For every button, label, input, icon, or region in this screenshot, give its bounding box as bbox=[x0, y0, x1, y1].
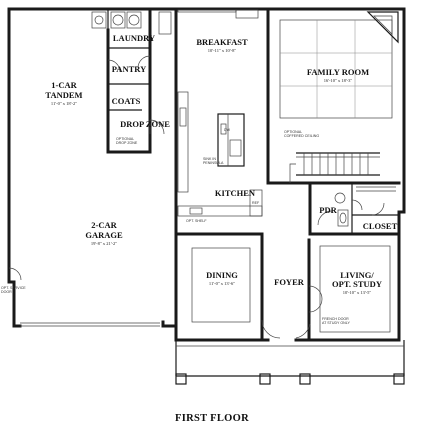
dining-dims: 11'-0" x 13'-6" bbox=[209, 281, 235, 286]
breakfast-dims: 10'-11" x 10'-8" bbox=[208, 48, 237, 53]
floor-title: FIRST FLOOR bbox=[175, 413, 249, 424]
laundry-label: LAUNDRY bbox=[113, 33, 155, 43]
sink-note-1: SINK IN bbox=[203, 157, 216, 161]
two-car-garage-dims: 19'-8" x 21'-2" bbox=[91, 241, 117, 246]
family-room-fixtures bbox=[279, 11, 399, 183]
kitchen-fixtures bbox=[177, 9, 263, 217]
coffered-ceiling-note-1: OPTIONAL bbox=[284, 130, 302, 134]
dining-label: DINING bbox=[206, 270, 238, 280]
opt-service-door-note-2: DOOR bbox=[1, 290, 12, 294]
sink-note-2: PENINSULA bbox=[203, 161, 224, 165]
two-car-garage-label-2: GARAGE bbox=[85, 230, 123, 240]
coffered-ceiling-note-2: COFFERED CEILING bbox=[284, 134, 319, 138]
kitchen-label: KITCHEN bbox=[215, 188, 256, 198]
pdr-fixtures bbox=[334, 186, 396, 227]
coats-label: COATS bbox=[112, 96, 141, 106]
family-room-label: FAMILY ROOM bbox=[307, 67, 369, 77]
opt-service-door-note-1: OPT. SERVICE bbox=[1, 286, 26, 290]
tandem-garage-label-1: 1-CAR bbox=[51, 80, 77, 90]
family-room-dims: 16'-10" x 18'-3" bbox=[324, 78, 353, 83]
french-door-note-1: FRENCH DOOR bbox=[322, 317, 349, 321]
living-study-label-1: LIVING/ bbox=[340, 270, 374, 280]
doors bbox=[8, 55, 385, 339]
breakfast-label: BREAKFAST bbox=[196, 37, 248, 47]
laundry-fixtures bbox=[91, 11, 172, 35]
living-study-dims: 10'-10" x 13'-5" bbox=[343, 290, 372, 295]
living-study-label-2: OPT. STUDY bbox=[332, 279, 382, 289]
staircase bbox=[289, 152, 380, 183]
optional-drop-zone-note-2: DROP ZONE bbox=[116, 141, 138, 145]
exterior-walls bbox=[7, 7, 406, 342]
pdr-label: PDR bbox=[319, 205, 337, 215]
opt-shelf-label: OPT. SHELF bbox=[186, 219, 207, 223]
closet-label: CLOSET bbox=[363, 221, 398, 231]
front-porch bbox=[175, 340, 405, 385]
french-door-note-2: AT STUDY ONLY bbox=[322, 321, 350, 325]
ref-label: REF bbox=[252, 201, 260, 205]
study-ceiling-outline bbox=[319, 245, 391, 333]
two-car-garage-label-1: 2-CAR bbox=[91, 220, 117, 230]
pantry-label: PANTRY bbox=[112, 64, 147, 74]
dining-ceiling-outline bbox=[191, 247, 251, 323]
tandem-garage-label-2: TANDEM bbox=[45, 90, 82, 100]
foyer-label: FOYER bbox=[274, 277, 305, 287]
optional-drop-zone-note-1: OPTIONAL bbox=[116, 137, 134, 141]
tandem-garage-dims: 11'-0" x 18'-2" bbox=[51, 101, 77, 106]
dishwasher-label: DW bbox=[224, 128, 231, 132]
drop-zone-label: DROP ZONE bbox=[120, 119, 170, 129]
